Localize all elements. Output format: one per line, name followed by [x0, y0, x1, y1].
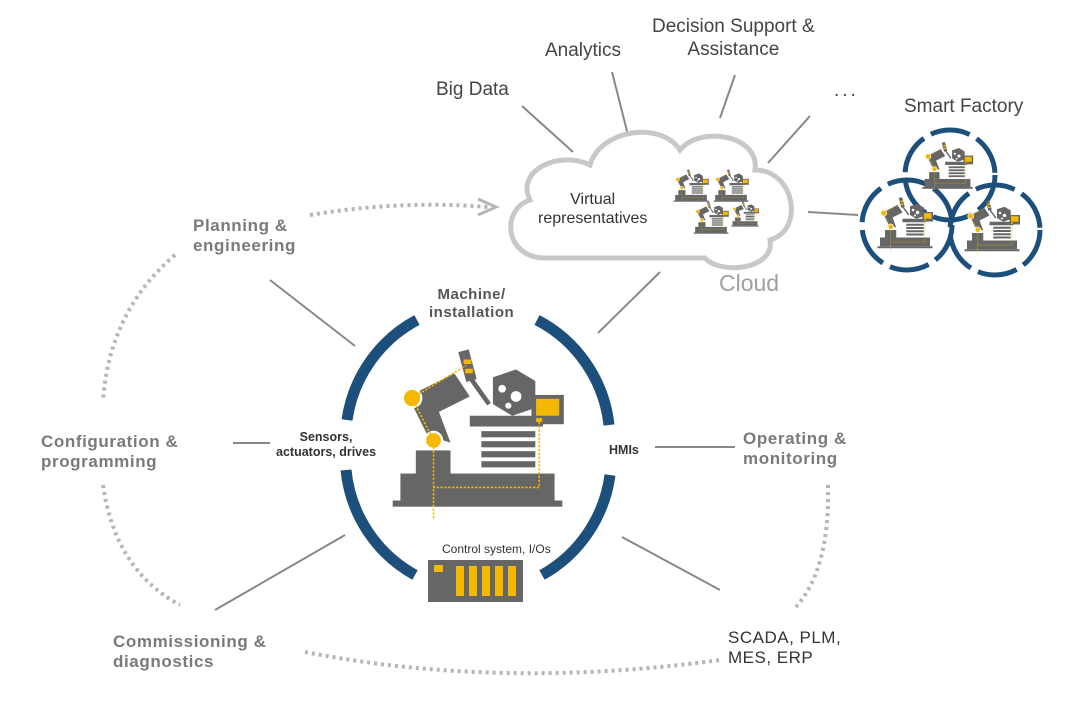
commissioning-line2: diagnostics — [113, 652, 215, 672]
cloud-shape — [508, 129, 794, 271]
planning-line1: Planning & — [193, 216, 288, 235]
decision-support-line1: Decision Support & — [652, 16, 815, 37]
planning-engineering-label: Planning & engineering — [193, 216, 296, 257]
operating-line1: Operating & — [743, 429, 847, 448]
commissioning-diagnostics-label: Commissioning & diagnostics — [113, 632, 267, 673]
scada-line1: SCADA, PLM, — [728, 628, 842, 647]
smart-factory-machine-icon — [876, 196, 934, 254]
scada-line2: MES, ERP — [728, 648, 814, 668]
operating-monitoring-label: Operating & monitoring — [743, 429, 847, 470]
sensors-line2: actuators, drives — [276, 445, 377, 459]
commissioning-line1: Commissioning & — [113, 632, 267, 651]
machine-installation-label: Machine/ installation — [429, 286, 514, 322]
robot-machine-icon — [393, 349, 564, 519]
smart-factory-label: Smart Factory — [904, 96, 1024, 117]
analytics-label: Analytics — [545, 40, 622, 61]
machine-line1: Machine/ — [437, 286, 506, 303]
configuration-line1: Configuration & — [41, 432, 179, 451]
control-system-label: Control system, I/Os — [442, 542, 551, 556]
machine-ring — [340, 315, 616, 580]
connector-lines — [214, 71, 859, 611]
lifecycle-dotted-path — [101, 202, 831, 676]
hmis-label: HMIs — [609, 443, 639, 457]
sensors-line1: Sensors, — [299, 430, 353, 444]
more-label: ... — [834, 80, 859, 101]
smart-factory-machine-icon — [963, 199, 1021, 257]
decision-support-line2: Assistance — [687, 38, 780, 60]
smart-factory-rings — [859, 127, 1043, 278]
virtual-line1: Virtual — [570, 191, 616, 208]
virtual-line2: representatives — [538, 210, 648, 228]
arrow-head-icon — [477, 197, 500, 217]
smart-factory-machine-icon — [921, 141, 974, 194]
scada-plm-mes-erp-label: SCADA, PLM, MES, ERP — [728, 628, 841, 669]
planning-line2: engineering — [193, 236, 296, 256]
sensors-label: Sensors, actuators, drives — [276, 430, 376, 460]
machine-line2: installation — [429, 304, 515, 321]
cloud-label: Cloud — [719, 270, 780, 296]
operating-line2: monitoring — [743, 449, 838, 469]
decision-support-label: Decision Support & Assistance — [652, 16, 815, 62]
virtual-representatives-label: Virtual representatives — [538, 190, 647, 228]
configuration-line2: programming — [41, 452, 158, 472]
configuration-programming-label: Configuration & programming — [41, 432, 178, 473]
control-system-icon — [428, 560, 523, 602]
big-data-label: Big Data — [436, 79, 509, 100]
